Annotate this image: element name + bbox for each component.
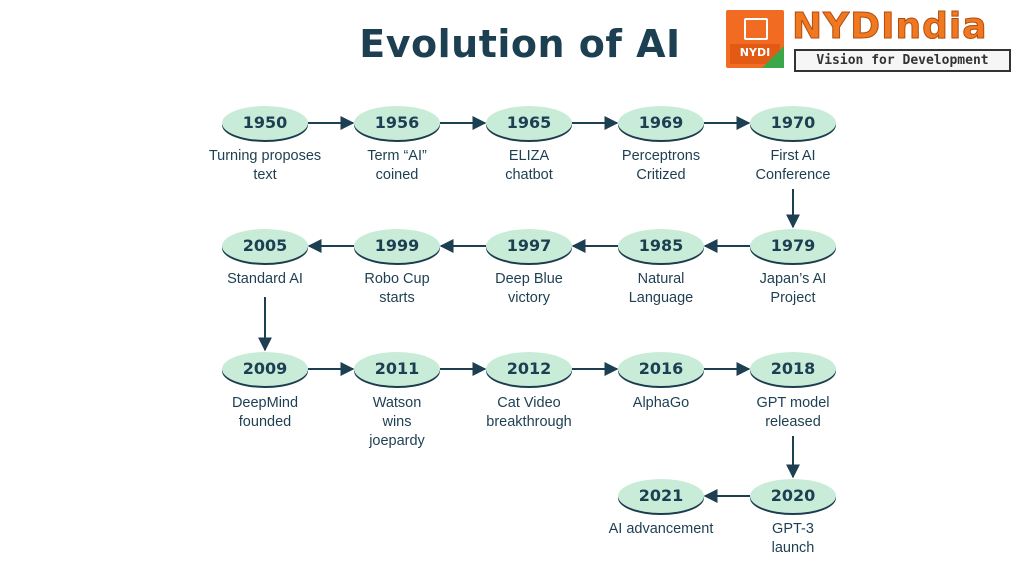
year-node-2005: 2005 [222, 229, 308, 263]
year-node-1997: 1997 [486, 229, 572, 263]
year-node-1979: 1979 [750, 229, 836, 263]
event-caption-1985: Natural Language [628, 271, 694, 306]
year-node-2012: 2012 [486, 352, 572, 386]
event-caption-2011: Watson wins joepardy [369, 395, 425, 449]
year-node-2018: 2018 [750, 352, 836, 386]
event-caption-1950: Turning proposes text [208, 148, 322, 183]
event-caption-2020: GPT-3 launch [771, 521, 815, 556]
event-caption-2018: GPT model released [756, 395, 830, 430]
event-caption-2009: DeepMind founded [231, 395, 299, 430]
year-node-1970: 1970 [750, 106, 836, 140]
year-node-2021: 2021 [618, 479, 704, 513]
year-node-1950: 1950 [222, 106, 308, 140]
event-caption-1965: ELIZA chatbot [505, 148, 553, 183]
year-node-1965: 1965 [486, 106, 572, 140]
event-caption-2005: Standard AI [227, 271, 303, 287]
year-node-2009: 2009 [222, 352, 308, 386]
year-node-2020: 2020 [750, 479, 836, 513]
event-caption-1979: Japan’s AI Project [759, 271, 827, 306]
event-caption-2012: Cat Video breakthrough [486, 395, 572, 430]
event-caption-1956: Term “AI” coined [367, 148, 427, 183]
event-caption-1970: First AI Conference [755, 148, 831, 183]
event-caption-1999: Robo Cup starts [364, 271, 430, 306]
building-icon [744, 18, 768, 40]
event-caption-2021: AI advancement [608, 521, 714, 537]
year-node-1985: 1985 [618, 229, 704, 263]
year-node-1969: 1969 [618, 106, 704, 140]
logo-brand: NYDIndia [792, 6, 988, 48]
logo-tagline: Vision for Development [794, 49, 1011, 72]
nydindia-logo: NYDI NYDIndia Vision for Development [726, 6, 1012, 72]
year-node-2016: 2016 [618, 352, 704, 386]
page-title: Evolution of AI [359, 22, 681, 66]
logo-mark: NYDI [726, 10, 784, 68]
year-node-1956: 1956 [354, 106, 440, 140]
event-caption-2016: AlphaGo [632, 395, 690, 411]
event-caption-1969: Perceptrons Critized [621, 148, 701, 183]
year-node-1999: 1999 [354, 229, 440, 263]
logo-box-text: NYDI [739, 46, 771, 59]
event-caption-1997: Deep Blue victory [495, 271, 563, 306]
year-node-2011: 2011 [354, 352, 440, 386]
